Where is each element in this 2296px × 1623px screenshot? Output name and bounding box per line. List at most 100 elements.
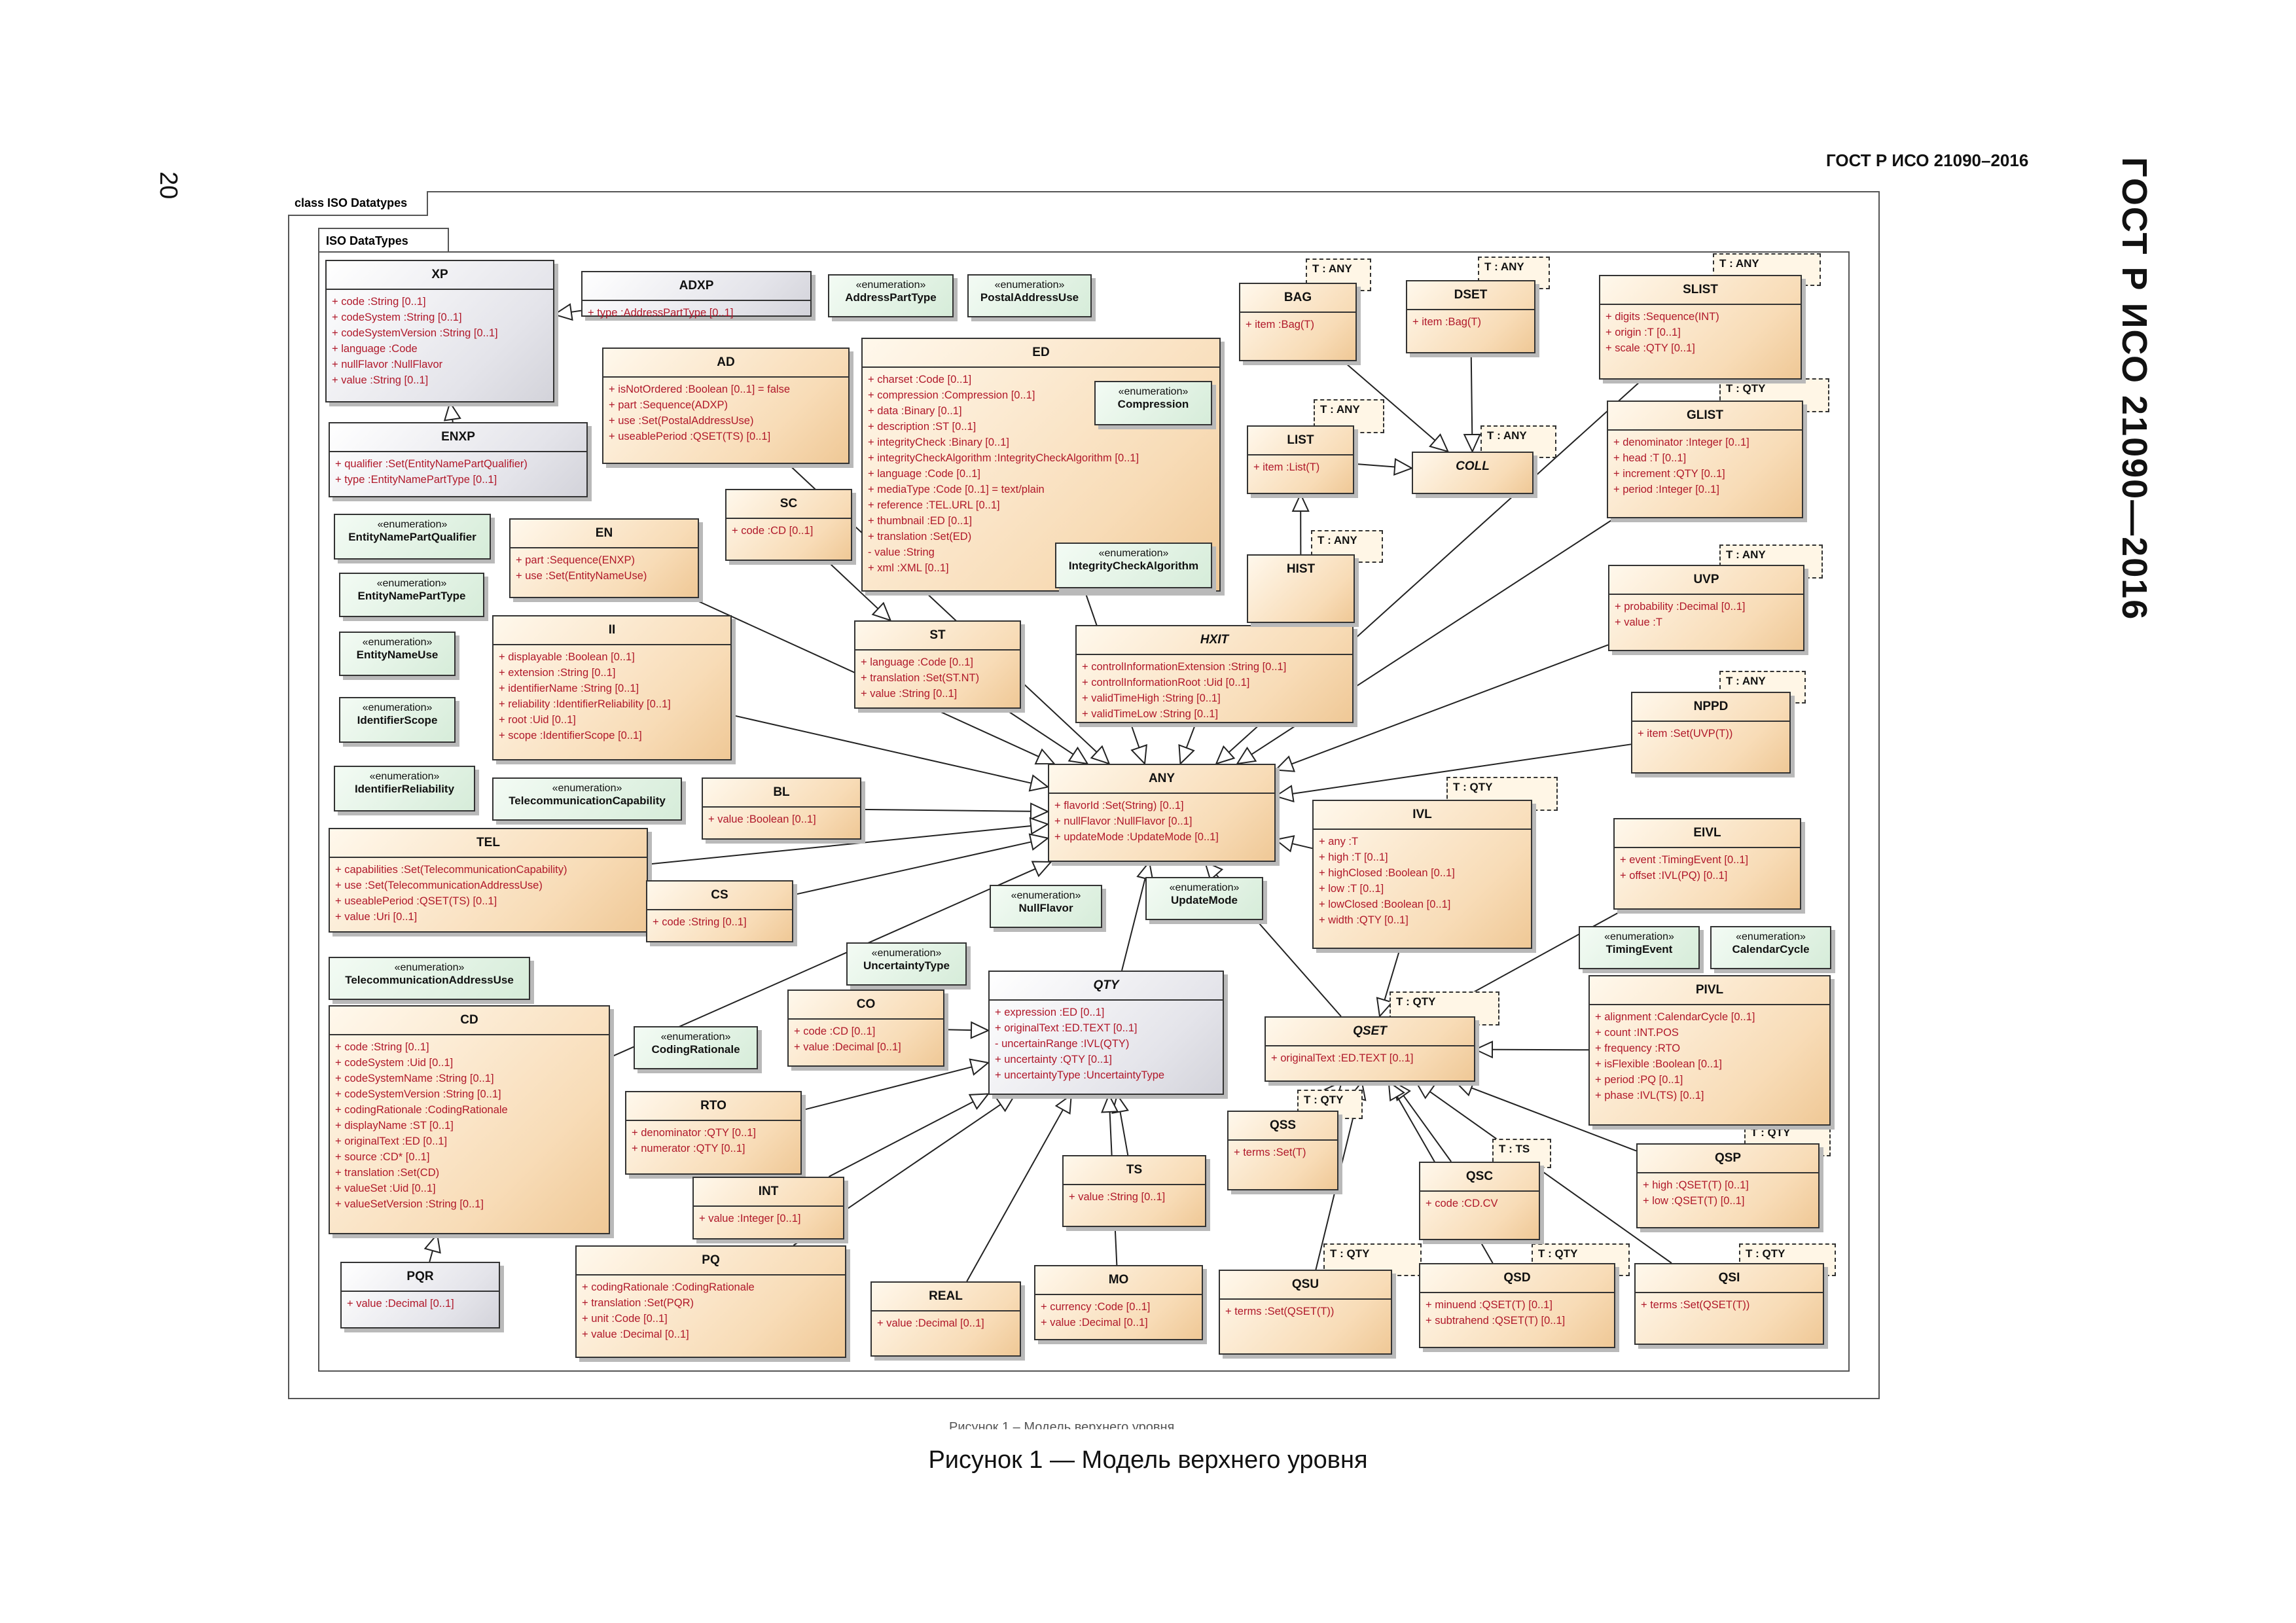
class-enxp[interactable]: ENXP+ qualifier :Set(EntityNamePartQuali… <box>329 422 588 497</box>
enumeration-identifier-scope[interactable]: «enumeration»IdentifierScope <box>339 697 456 743</box>
enumeration-timing-event[interactable]: «enumeration»TimingEvent <box>1579 926 1700 969</box>
class-ad[interactable]: AD+ isNotOrdered :Boolean [0..1] = false… <box>602 348 850 464</box>
class-name: LIST <box>1248 427 1353 455</box>
attribute: + valueSetVersion :String [0..1] <box>335 1198 484 1210</box>
attribute-list: + value :Decimal [0..1] <box>872 1311 1020 1336</box>
class-dset[interactable]: DSET+ item :Bag(T) <box>1406 280 1535 353</box>
class-co[interactable]: CO+ code :CD [0..1]+ value :Decimal [0..… <box>787 990 944 1067</box>
class-qsc[interactable]: QSC+ code :CD.CV <box>1419 1162 1540 1240</box>
class-name: RTO <box>626 1092 800 1121</box>
class-bag[interactable]: BAG + item :Bag(T) <box>1239 283 1357 361</box>
attribute-list: + value :String [0..1] <box>1064 1185 1205 1210</box>
class-qsp[interactable]: QSP+ high :QSET(T) [0..1]+ low :QSET(T) … <box>1636 1143 1820 1228</box>
attribute: + type :AddressPartType [0..1] <box>588 307 734 319</box>
attribute: + value :T <box>1615 616 1662 628</box>
class-sc[interactable]: SC+ code :CD [0..1] <box>725 489 852 561</box>
class-name: BAG <box>1240 284 1355 313</box>
class-uvp[interactable]: UVP+ probability :Decimal [0..1]+ value … <box>1608 565 1804 651</box>
class-ts[interactable]: TS+ value :String [0..1] <box>1062 1155 1206 1227</box>
outer-frame-label: class ISO Datatypes <box>288 191 429 216</box>
class-coll[interactable]: COLL <box>1412 452 1534 494</box>
enumeration-compression[interactable]: «enumeration»Compression <box>1094 381 1212 425</box>
class-name: IVL <box>1314 801 1531 830</box>
attribute: + language :Code <box>332 343 418 355</box>
class-ivl[interactable]: IVL+ any :T+ high :T [0..1]+ highClosed … <box>1312 800 1532 949</box>
attribute: + item :Set(UVP(T)) <box>1638 728 1733 740</box>
class-pqr[interactable]: PQR+ value :Decimal [0..1] <box>340 1262 500 1329</box>
attribute: - uncertainRange :IVL(QTY) <box>995 1038 1130 1050</box>
class-qss[interactable]: QSS+ terms :Set(T) <box>1227 1111 1338 1190</box>
enumeration-identifier-reliability[interactable]: «enumeration»IdentifierReliability <box>334 766 475 812</box>
class-slist[interactable]: SLIST+ digits :Sequence(INT)+ origin :T … <box>1599 275 1802 380</box>
attribute-list: + denominator :Integer [0..1]+ head :T [… <box>1608 431 1802 503</box>
enumeration-postal-address-use[interactable]: «enumeration»PostalAddressUse <box>967 274 1092 317</box>
enumeration-telecommunication-capability[interactable]: «enumeration»TelecommunicationCapability <box>492 777 682 821</box>
enumeration-uncertainty-type[interactable]: «enumeration»UncertaintyType <box>846 942 967 986</box>
attribute: + item :Bag(T) <box>1246 319 1314 330</box>
attribute: + low :T [0..1] <box>1319 883 1384 895</box>
class-eivl[interactable]: EIVL+ event :TimingEvent [0..1]+ offset … <box>1613 818 1801 910</box>
enumeration-null-flavor[interactable]: «enumeration»NullFlavor <box>990 885 1102 928</box>
class-mo[interactable]: MO+ currency :Code [0..1]+ value :Decima… <box>1034 1265 1203 1340</box>
attribute: + type :EntityNamePartType [0..1] <box>335 474 497 486</box>
class-nppd[interactable]: NPPD+ item :Set(UVP(T)) <box>1631 692 1791 774</box>
class-en[interactable]: EN+ part :Sequence(ENXP)+ use :Set(Entit… <box>509 518 699 598</box>
stereotype-label: «enumeration» <box>1098 548 1169 559</box>
enumeration-calendar-cycle[interactable]: «enumeration»CalendarCycle <box>1710 926 1831 969</box>
enumeration-name: EntityNamePartType <box>357 590 466 602</box>
enumeration-address-part-type[interactable]: «enumeration»AddressPartType <box>828 274 954 317</box>
class-pq[interactable]: PQ+ codingRationale :CodingRationale+ tr… <box>575 1245 846 1358</box>
generalization-line <box>1292 743 1632 794</box>
class-name: BL <box>703 779 860 808</box>
class-list[interactable]: LIST+ item :List(T) <box>1247 425 1354 494</box>
attribute: + originalText :ED.TEXT [0..1] <box>1271 1052 1414 1064</box>
attribute-list: + displayable :Boolean [0..1]+ extension… <box>493 645 730 749</box>
attribute-list: + digits :Sequence(INT)+ origin :T [0..1… <box>1600 305 1801 361</box>
class-qset[interactable]: QSET+ originalText :ED.TEXT [0..1] <box>1265 1016 1475 1082</box>
class-cd[interactable]: CD+ code :String [0..1]+ codeSystem :Uid… <box>329 1005 610 1234</box>
class-tel[interactable]: TEL+ capabilities :Set(Telecommunication… <box>329 828 648 933</box>
class-glist[interactable]: GLIST+ denominator :Integer [0..1]+ head… <box>1607 401 1803 518</box>
class-qty[interactable]: QTY+ expression :ED [0..1]+ originalText… <box>988 971 1224 1095</box>
generalization-line <box>966 1109 1064 1282</box>
enumeration-coding-rationale[interactable]: «enumeration»CodingRationale <box>634 1026 758 1069</box>
generalization-arrowhead <box>970 1021 990 1039</box>
enumeration-update-mode[interactable]: «enumeration»UpdateMode <box>1145 877 1263 920</box>
generalization-line <box>801 1066 973 1111</box>
class-qsi[interactable]: QSI+ terms :Set(QSET(T)) <box>1634 1263 1824 1345</box>
class-cs[interactable]: CS+ code :String [0..1] <box>646 880 793 942</box>
class-hist[interactable]: HIST <box>1247 554 1355 623</box>
class-name: PQ <box>577 1247 845 1275</box>
enumeration-telecommunication-address-use[interactable]: «enumeration»TelecommunicationAddressUse <box>329 957 530 1000</box>
class-name: COLL <box>1456 459 1490 473</box>
enumeration-entity-name-part-qualifier[interactable]: «enumeration»EntityNamePartQualifier <box>334 514 491 560</box>
class-qsu[interactable]: QSU+ terms :Set(QSET(T)) <box>1219 1270 1392 1355</box>
attribute: + flavorId :Set(String) [0..1] <box>1054 800 1184 812</box>
class-real[interactable]: REAL+ value :Decimal [0..1] <box>870 1281 1021 1357</box>
class-ii[interactable]: II+ displayable :Boolean [0..1]+ extensi… <box>492 615 732 760</box>
attribute: + root :Uid [0..1] <box>499 714 576 726</box>
class-xp[interactable]: XP+ code :String [0..1]+ codeSystem :Str… <box>325 260 554 402</box>
enumeration-entity-name-part-type[interactable]: «enumeration»EntityNamePartType <box>339 573 484 617</box>
class-bl[interactable]: BL+ value :Boolean [0..1] <box>702 777 861 840</box>
class-pivl[interactable]: PIVL+ alignment :CalendarCycle [0..1]+ c… <box>1588 975 1831 1126</box>
class-qsd[interactable]: QSD+ minuend :QSET(T) [0..1]+ subtrahend… <box>1419 1263 1615 1348</box>
class-name: QTY <box>990 972 1223 1001</box>
class-any[interactable]: ANY+ flavorId :Set(String) [0..1]+ nullF… <box>1048 764 1276 862</box>
attribute: + value :Decimal [0..1] <box>347 1298 454 1310</box>
enumeration-entity-name-use[interactable]: «enumeration»EntityNameUse <box>339 632 456 676</box>
class-name: EN <box>511 520 698 548</box>
class-name: QSU <box>1220 1271 1391 1300</box>
attribute: + translation :Set(PQR) <box>582 1297 694 1309</box>
attribute: + highClosed :Boolean [0..1] <box>1319 867 1455 879</box>
class-ed[interactable]: ED+ charset :Code [0..1]+ compression :C… <box>861 338 1221 592</box>
class-st[interactable]: ST+ language :Code [0..1]+ translation :… <box>854 620 1021 709</box>
class-adxp[interactable]: ADXP+ type :AddressPartType [0..1] <box>581 271 812 319</box>
attribute-list: + code :CD [0..1] <box>726 519 851 544</box>
class-hxit[interactable]: HXIT+ controlInformationExtension :Strin… <box>1075 625 1354 723</box>
class-rto[interactable]: RTO+ denominator :QTY [0..1]+ numerator … <box>625 1091 802 1175</box>
attribute: + integrityCheck :Binary [0..1] <box>868 437 1009 448</box>
class-int[interactable]: INT+ value :Integer [0..1] <box>692 1177 844 1240</box>
enumeration-integrity-check-algorithm[interactable]: «enumeration»IntegrityCheckAlgorithm <box>1055 543 1212 588</box>
attribute-list: + code :CD [0..1]+ value :Decimal [0..1] <box>789 1020 943 1060</box>
